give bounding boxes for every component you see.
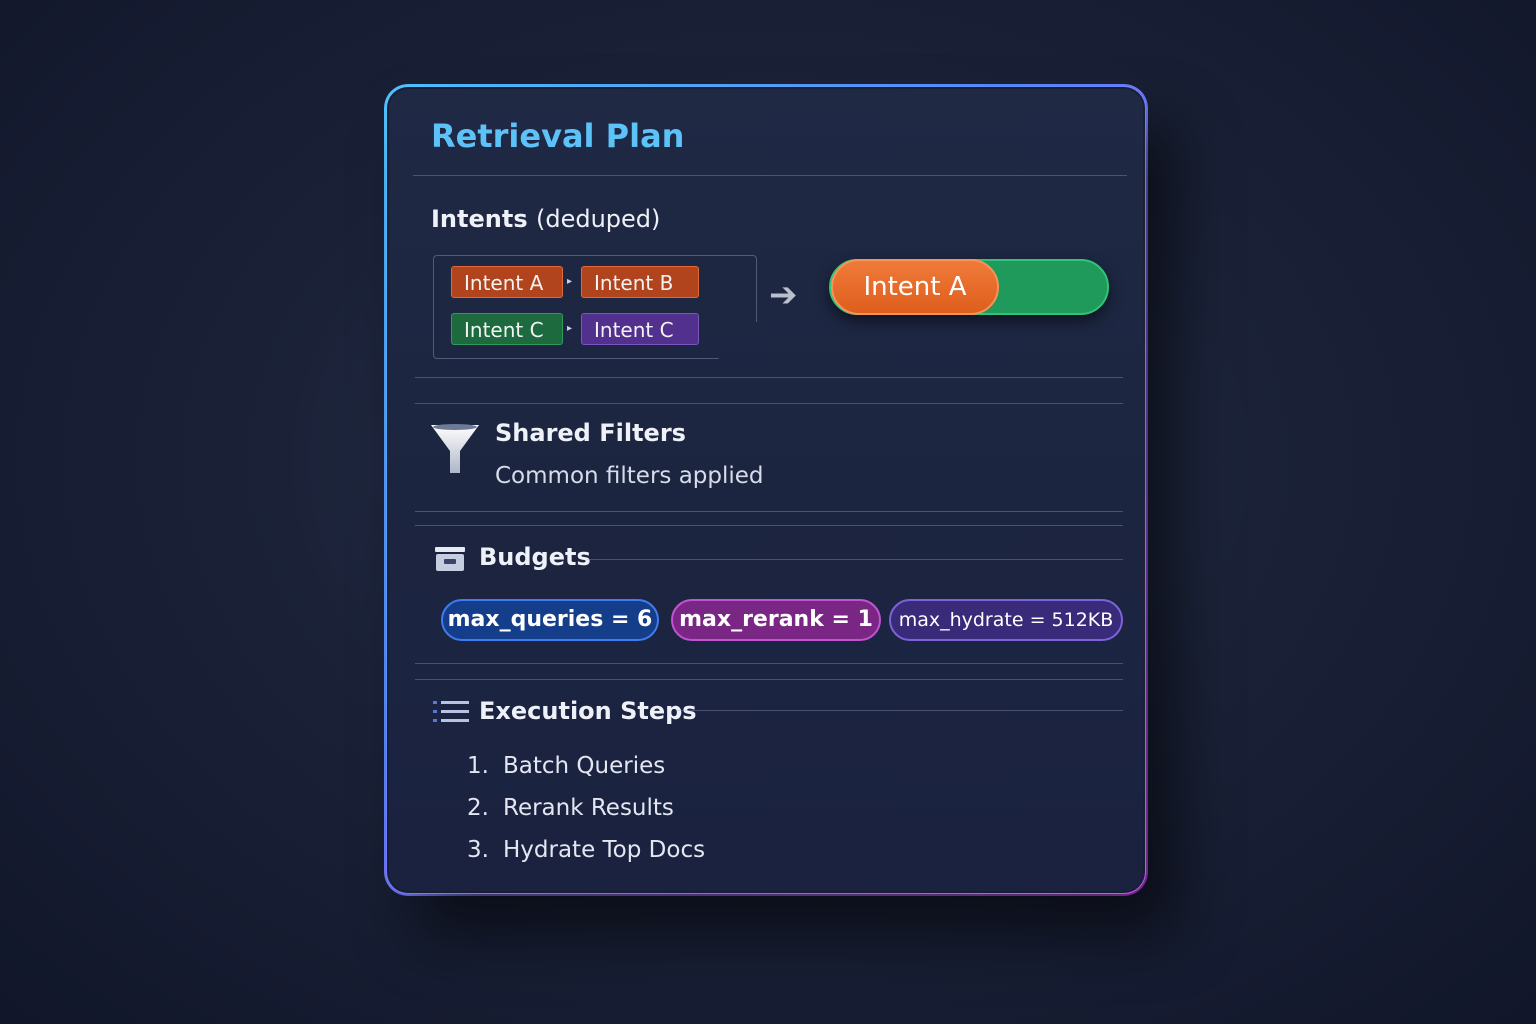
intent-tag[interactable]: Intent A xyxy=(451,266,563,298)
funnel-icon xyxy=(431,424,479,473)
intents-group xyxy=(433,255,757,359)
budgets-heading: Budgets xyxy=(479,543,591,571)
step-number: 2. xyxy=(467,795,489,821)
inbox-icon xyxy=(435,547,465,571)
intents-heading-note: (deduped) xyxy=(535,205,661,233)
intents-heading-label: Intents xyxy=(431,205,528,233)
budget-max-queries[interactable]: max_queries = 6 xyxy=(441,599,659,641)
step-label: Rerank Results xyxy=(503,795,674,821)
divider xyxy=(587,559,1123,560)
shared-filters-heading: Shared Filters xyxy=(495,419,686,447)
divider xyxy=(415,377,1123,378)
execution-steps-list: 1. Batch Queries 2. Rerank Results 3. Hydra… xyxy=(467,745,705,871)
retrieval-plan-card: Retrieval Plan Intents (deduped) Intent … xyxy=(386,86,1146,894)
step-label: Batch Queries xyxy=(503,753,666,779)
intent-result-label[interactable]: Intent A xyxy=(831,259,999,315)
list-icon xyxy=(433,701,469,722)
divider xyxy=(415,511,1123,512)
small-arrow-icon: ▸ xyxy=(567,276,573,287)
intent-tag[interactable]: Intent C xyxy=(581,313,699,345)
step-number: 1. xyxy=(467,753,489,779)
intent-tag[interactable]: Intent B xyxy=(581,266,699,298)
step-label: Hydrate Top Docs xyxy=(503,837,706,863)
divider xyxy=(415,679,1123,680)
list-item: 1. Batch Queries xyxy=(467,745,705,787)
intents-heading: Intents (deduped) xyxy=(431,205,660,233)
divider xyxy=(677,710,1123,711)
budget-max-rerank[interactable]: max_rerank = 1 xyxy=(671,599,881,641)
small-arrow-icon: ▸ xyxy=(567,323,573,334)
divider xyxy=(415,403,1123,404)
divider xyxy=(415,663,1123,664)
list-item: 2. Rerank Results xyxy=(467,787,705,829)
step-number: 3. xyxy=(467,837,489,863)
list-item: 3. Hydrate Top Docs xyxy=(467,829,705,871)
shared-filters-subtitle: Common filters applied xyxy=(495,463,764,489)
intent-tag[interactable]: Intent C xyxy=(451,313,563,345)
budget-max-hydrate[interactable]: max_hydrate = 512KB xyxy=(889,599,1123,641)
divider xyxy=(415,525,1123,526)
arrow-right-icon: ➔ xyxy=(769,275,798,315)
execution-heading: Execution Steps xyxy=(479,697,697,725)
card-title: Retrieval Plan xyxy=(431,117,685,155)
divider xyxy=(413,175,1127,176)
